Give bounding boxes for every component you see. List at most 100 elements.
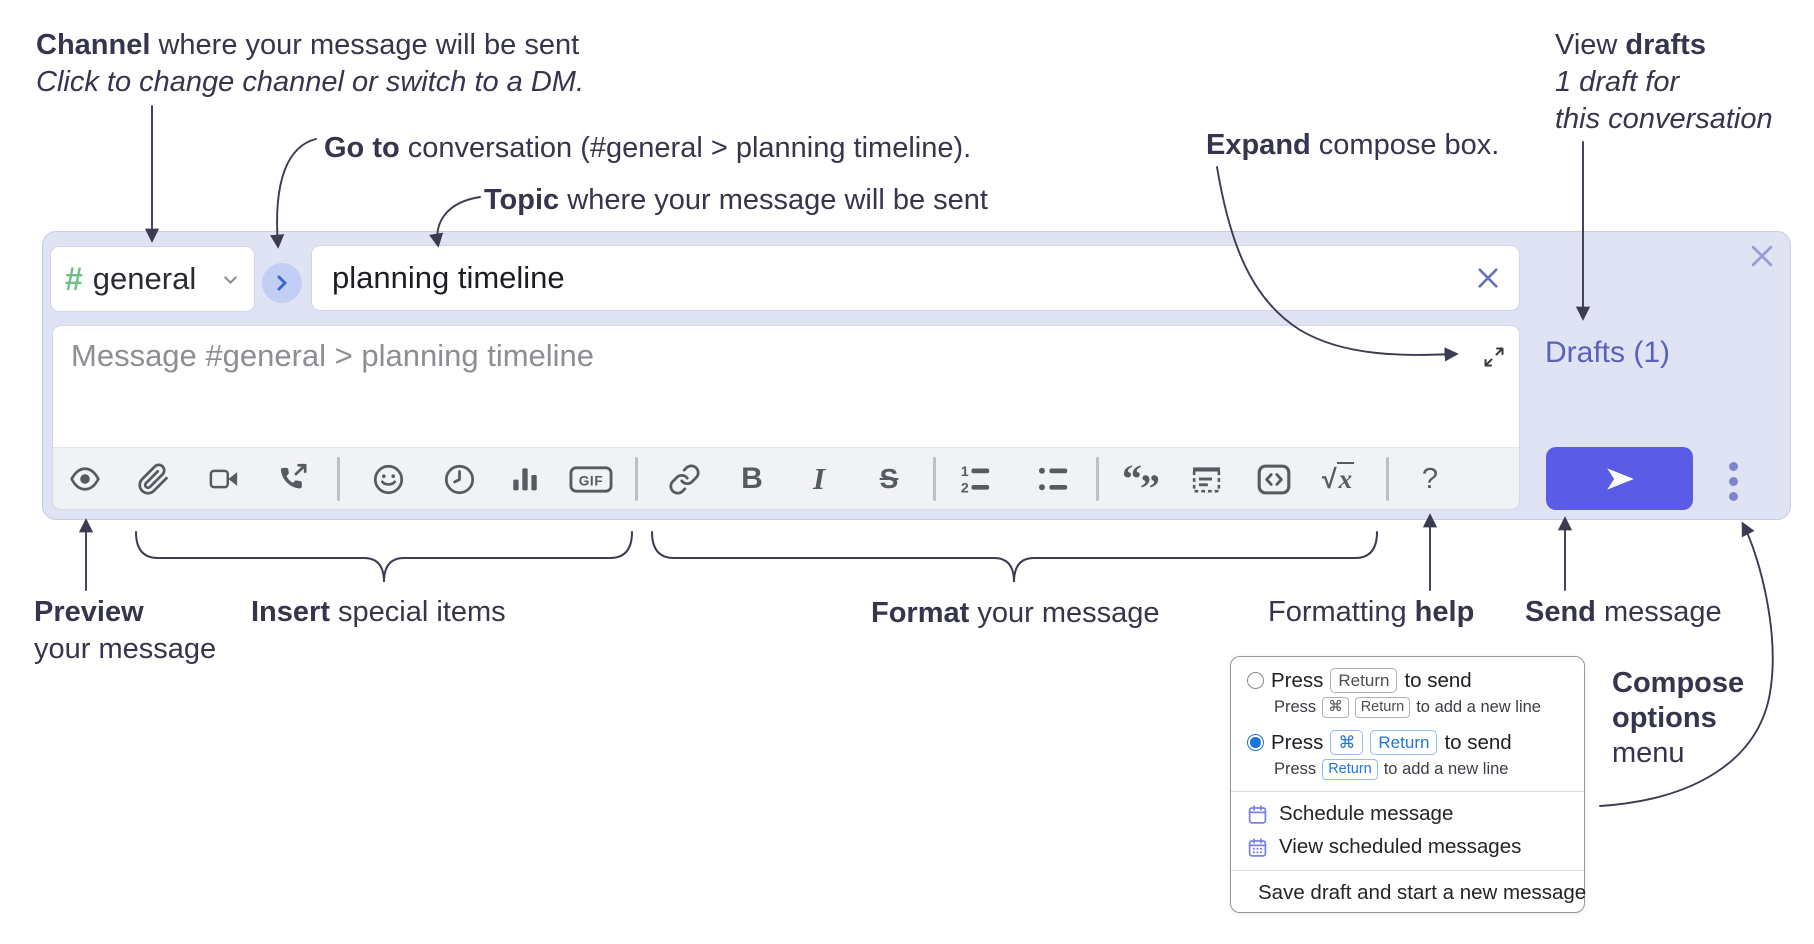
smiley-icon [373, 464, 403, 494]
toolbar-divider [337, 457, 340, 501]
calendar-icon [1248, 804, 1267, 824]
option-cmd-enter-to-send-subtext: Press Return to add a new line [1274, 759, 1509, 780]
annotation-channel-text: where your message will be sent [150, 29, 580, 61]
topic-input-wrapper [311, 245, 1520, 311]
bold-button[interactable]: B [728, 452, 776, 506]
svg-text:1: 1 [961, 464, 969, 480]
send-icon [1606, 467, 1634, 490]
emoji-button[interactable] [364, 452, 412, 506]
add-video-call-button[interactable] [200, 452, 248, 506]
menu-item-schedule-message[interactable]: Schedule message [1247, 802, 1568, 826]
strikethrough-icon: S [879, 463, 899, 494]
compose-options-menu-button[interactable] [1717, 455, 1749, 507]
return-keycap: Return [1354, 697, 1411, 718]
option-enter-to-send[interactable]: Press Return to send [1247, 668, 1568, 693]
brace-format [651, 531, 1378, 583]
message-textarea-wrapper [53, 326, 1519, 449]
phone-outgoing-icon [280, 463, 307, 488]
toolbar-divider [1386, 457, 1389, 501]
schedule-time-button[interactable] [435, 452, 483, 506]
annotation-topic: Topic where your message will be sent [484, 184, 988, 216]
bulleted-list-button[interactable] [1029, 452, 1077, 506]
code-icon [1257, 464, 1291, 494]
cmd-keycap: ⌘ [1322, 697, 1349, 718]
annotation-format: Format your message [871, 597, 1160, 629]
message-textarea[interactable] [53, 326, 1519, 449]
topic-input[interactable] [330, 259, 1475, 297]
bar-chart-icon [513, 468, 537, 491]
drafts-link[interactable]: Drafts (1) [1545, 336, 1671, 369]
menu-divider [1231, 791, 1584, 792]
add-poll-button[interactable] [501, 452, 549, 506]
clock-icon [444, 464, 474, 494]
chevron-down-icon [224, 275, 237, 284]
annotation-channel: Channel where your message will be sent … [36, 27, 584, 101]
compose-options-popup: Press Return to send Press ⌘ Return to a… [1230, 656, 1586, 913]
close-compose-icon[interactable] [1749, 243, 1775, 269]
message-compose-area [52, 325, 1520, 510]
return-keycap: Return [1370, 730, 1438, 755]
annotation-insert: Insert special items [251, 596, 506, 628]
strikethrough-button[interactable]: S [865, 452, 913, 506]
channel-name: general [92, 261, 197, 296]
calendar-dots-icon [1248, 837, 1267, 857]
gif-icon: GIF [569, 465, 613, 493]
return-keycap: Return [1322, 759, 1378, 780]
add-voice-call-button[interactable] [268, 452, 316, 506]
menu-item-view-scheduled-messages[interactable]: View scheduled messages [1247, 835, 1568, 859]
send-button[interactable] [1546, 447, 1693, 510]
annotation-view-drafts: View drafts 1 draft for this conversatio… [1555, 29, 1773, 135]
toolbar-divider [635, 457, 638, 501]
svg-text:2: 2 [961, 480, 969, 496]
menu-item-save-draft-new-message[interactable]: Save draft and start a new message [1247, 881, 1586, 905]
go-to-conversation-button[interactable] [262, 263, 302, 303]
brace-insert [135, 531, 633, 583]
numbered-list-icon: 12 [961, 464, 990, 496]
option-cmd-enter-to-send[interactable]: Press ⌘ Return to send [1247, 730, 1568, 755]
chevron-right-icon [277, 275, 287, 291]
radio-unselected-icon[interactable] [1247, 672, 1264, 689]
eye-icon [70, 467, 100, 491]
link-icon [669, 464, 699, 494]
annotation-send: Send message [1525, 596, 1722, 628]
message-formatting-help-button[interactable]: ? [1406, 452, 1454, 506]
italic-button[interactable]: I [795, 452, 843, 506]
math-icon: √x [1321, 461, 1355, 494]
annotation-preview: Preview your message [34, 596, 217, 665]
annotation-channel-subtext: Click to change channel or switch to a D… [36, 66, 585, 98]
svg-text:GIF: GIF [579, 473, 604, 488]
channel-selector[interactable]: # general [50, 246, 255, 312]
preview-button[interactable] [61, 452, 109, 506]
bulleted-list-icon [1038, 467, 1068, 491]
connector-goto [270, 138, 317, 249]
link-button[interactable] [660, 452, 708, 506]
expand-compose-icon[interactable] [1483, 346, 1505, 368]
toolbar-divider [933, 457, 936, 501]
radio-selected-icon[interactable] [1247, 734, 1264, 751]
add-gif-button[interactable]: GIF [567, 452, 615, 506]
quote-button[interactable]: “” [1122, 456, 1160, 511]
cmd-keycap: ⌘ [1330, 730, 1364, 755]
paperclip-icon [137, 463, 168, 495]
option-enter-to-send-subtext: Press ⌘ Return to add a new line [1274, 697, 1541, 718]
bold-icon: B [741, 462, 763, 495]
italic-icon: I [812, 461, 826, 496]
math-button[interactable]: √x [1314, 452, 1362, 506]
code-button[interactable] [1250, 452, 1298, 506]
question-mark-icon: ? [1421, 462, 1439, 495]
attach-file-button[interactable] [129, 452, 177, 506]
video-camera-icon [209, 469, 238, 489]
annotation-expand: Expand compose box. [1206, 129, 1500, 161]
annotation-goto: Go to conversation (#general > planning … [324, 132, 972, 164]
toolbar-divider [1096, 457, 1099, 501]
clear-topic-icon[interactable] [1475, 265, 1501, 291]
annotation-compose-options: Compose options menu [1612, 667, 1745, 769]
return-keycap: Return [1330, 668, 1398, 693]
compose-toolbar [53, 447, 1519, 509]
channel-hash-icon: # [65, 261, 83, 297]
menu-divider [1231, 870, 1584, 871]
spoiler-button[interactable] [1182, 452, 1230, 506]
annotation-channel-bold: Channel [36, 29, 151, 61]
